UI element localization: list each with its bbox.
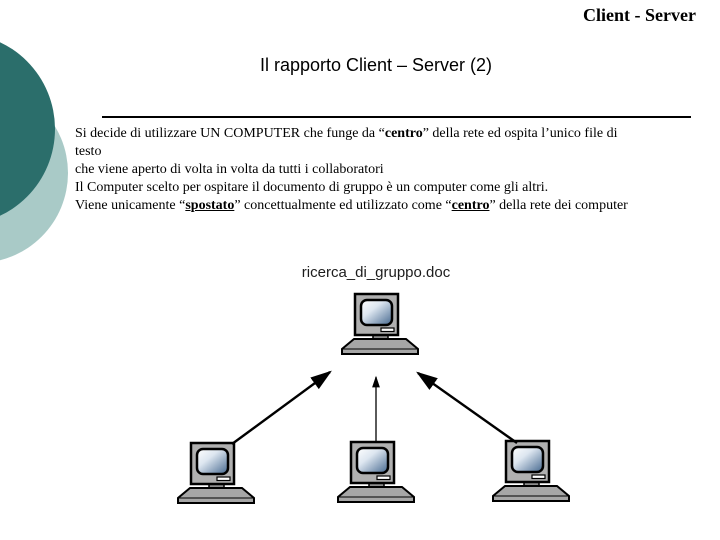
body-segment: che viene aperto di volta in volta da tu… — [75, 162, 384, 177]
body-segment: testo — [75, 144, 102, 159]
slide-subtitle: Il rapporto Client – Server (2) — [259, 55, 493, 75]
body-segment: centro — [451, 198, 490, 213]
arrow-client3-to-server — [416, 371, 518, 444]
body-line: Si decide di utilizzare UN COMPUTER che … — [75, 125, 720, 143]
header-title: Client - Server — [583, 5, 696, 25]
body-segment: spostato — [185, 198, 235, 213]
arrow-client1-to-server — [231, 370, 332, 445]
body-segment: ” concettualmente ed utilizzato come “ — [234, 198, 452, 213]
horizontal-rule — [102, 116, 691, 118]
body-line: che viene aperto di volta in volta da tu… — [75, 161, 720, 179]
body-segment: Viene unicamente “ — [75, 198, 186, 213]
body-segment: centro — [384, 126, 423, 141]
body-line: Il Computer scelto per ospitare il docum… — [75, 179, 720, 197]
body-line: testo — [75, 143, 720, 161]
body-line: Viene unicamente “spostato” concettualme… — [75, 197, 720, 215]
body-segment: Il Computer scelto per ospitare il docum… — [75, 180, 549, 195]
body-segment: ” della rete dei computer — [489, 198, 628, 213]
body-text: Si decide di utilizzare UN COMPUTER che … — [75, 125, 720, 215]
body-segment: Si decide di utilizzare UN COMPUTER che … — [75, 126, 385, 141]
body-segment: ” della rete ed ospita l’unico file di — [422, 126, 618, 141]
doc-filename-label: ricerca_di_gruppo.doc — [301, 264, 451, 281]
